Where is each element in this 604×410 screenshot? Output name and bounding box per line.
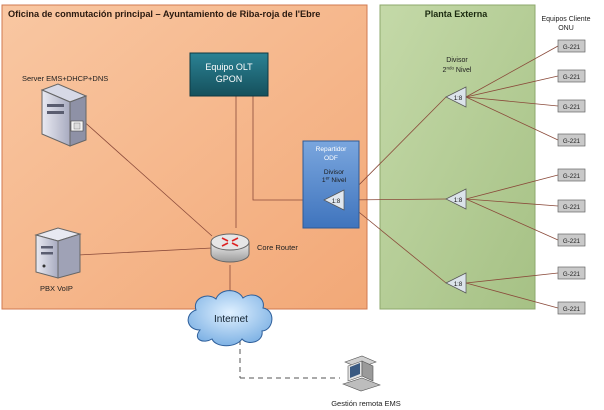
remote-ems-station[interactable]: Gestión remota EMS — [331, 355, 401, 408]
splitter-ratio: 1:8 — [454, 96, 463, 102]
onu-device[interactable]: G-221 — [557, 266, 586, 280]
svg-text:G-221: G-221 — [563, 74, 581, 81]
pbx-label: PBX VoIP — [40, 284, 73, 293]
svg-text:Divisor: Divisor — [446, 57, 468, 64]
internet-cloud[interactable]: Internet — [187, 290, 273, 347]
olt-gpon[interactable]: Equipo OLT GPON — [189, 52, 269, 97]
splitter-ratio: 1:8 — [454, 282, 463, 288]
computer-icon — [342, 355, 381, 392]
splitter2-label: Divisor 2ndo Nivel — [443, 57, 472, 74]
splitter1-label-line1: Divisor — [324, 169, 345, 176]
core-router[interactable]: Core Router — [210, 233, 298, 263]
connections — [77, 45, 559, 309]
odf-distributor[interactable]: Repartidor ODF Divisor 1er Nivel 1:8 — [302, 140, 360, 229]
server-label: Server EMS+DHCP+DNS — [22, 74, 108, 83]
svg-text:G-221: G-221 — [563, 173, 581, 180]
svg-text:2ndo Nivel: 2ndo Nivel — [443, 66, 472, 75]
splitter1-ratio: 1:8 — [332, 199, 341, 205]
splitter1-label-line2: 1er Nivel — [322, 176, 347, 185]
svg-text:G-221: G-221 — [563, 238, 581, 245]
onu-device[interactable]: G-221 — [557, 199, 586, 213]
internet-label: Internet — [214, 314, 248, 325]
pbx-voip[interactable]: PBX VoIP — [34, 227, 82, 293]
clients-header: Equipos Cliente — [541, 16, 590, 23]
splitter-2nd-c[interactable]: 1:8 — [445, 272, 467, 294]
clients-header-onu: ONU — [558, 25, 574, 32]
svg-text:G-221: G-221 — [563, 271, 581, 278]
svg-text:G-221: G-221 — [563, 104, 581, 111]
svg-text:G-221: G-221 — [563, 306, 581, 313]
cloud-icon — [187, 290, 273, 347]
external-plant-area — [379, 4, 536, 310]
onu-device[interactable]: G-221 — [557, 168, 586, 182]
svg-text:G-221: G-221 — [563, 44, 581, 51]
remote-label: Gestión remota EMS — [331, 399, 401, 408]
router-icon — [210, 233, 250, 263]
onu-list: G-221 G-221 G-221 G-221 G-221 G-221 G-22… — [557, 39, 586, 315]
onu-device[interactable]: G-221 — [557, 133, 586, 147]
odf-label-line2: ODF — [324, 155, 338, 162]
router-label: Core Router — [257, 243, 298, 252]
splitter1-triangle — [323, 189, 345, 211]
server-tower-icon — [40, 83, 88, 147]
svg-text:G-221: G-221 — [563, 138, 581, 145]
splitter-2nd-b[interactable]: 1:8 — [445, 188, 467, 210]
central-office-title: Oficina de conmutación principal – Ayunt… — [8, 9, 320, 19]
server-ems[interactable]: Server EMS+DHCP+DNS — [22, 74, 108, 147]
onu-device[interactable]: G-221 — [557, 99, 586, 113]
external-plant-title: Planta Externa — [425, 9, 489, 19]
splitter-2nd-a[interactable]: 1:8 — [445, 86, 467, 108]
olt-label-line1: Equipo OLT — [205, 62, 253, 72]
onu-device[interactable]: G-221 — [557, 39, 586, 53]
onu-device[interactable]: G-221 — [557, 69, 586, 83]
olt-label-line2: GPON — [216, 74, 243, 84]
svg-text:G-221: G-221 — [563, 204, 581, 211]
odf-label-line1: Repartidor — [316, 146, 348, 153]
onu-device[interactable]: G-221 — [557, 301, 586, 315]
splitter-ratio: 1:8 — [454, 198, 463, 204]
onu-device[interactable]: G-221 — [557, 233, 586, 247]
server-tower-icon — [34, 227, 82, 279]
